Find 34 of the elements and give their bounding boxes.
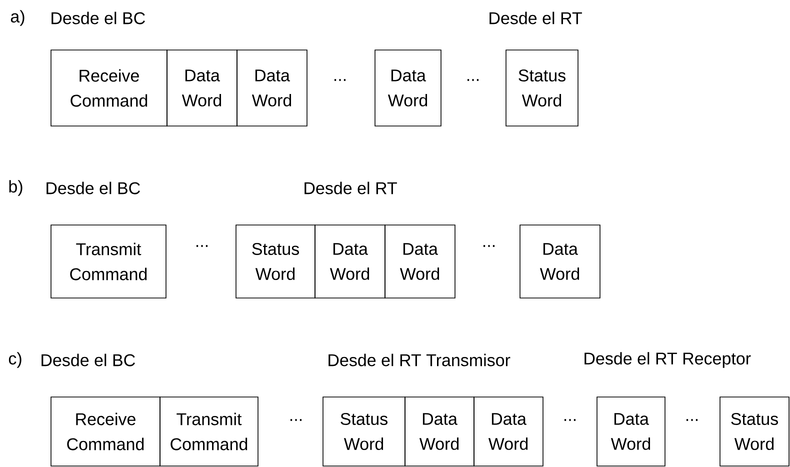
- word-box: Data Word: [374, 50, 442, 126]
- ellipsis: ...: [564, 419, 576, 421]
- source-label: Desde el RT: [304, 182, 397, 194]
- row-letter: c): [8, 352, 22, 368]
- source-label: Desde el BC: [52, 12, 145, 24]
- source-label: Desde el RT Transmisor: [328, 354, 510, 366]
- source-label: Desde el RT Receptor: [584, 352, 751, 368]
- ellipsis: ...: [334, 79, 346, 81]
- word-box: Transmit Command: [160, 396, 258, 466]
- row-letter: b): [9, 180, 22, 196]
- word-box: Data Word: [596, 396, 666, 466]
- word-box: Data Word: [166, 50, 238, 126]
- source-label: Desde el BC: [42, 354, 135, 366]
- word-box: Status Word: [322, 396, 406, 466]
- word-box: Data Word: [314, 224, 386, 298]
- ellipsis: ...: [483, 245, 495, 247]
- word-box: Data Word: [520, 224, 600, 298]
- ellipsis: ...: [467, 79, 479, 81]
- word-box: Status Word: [720, 396, 790, 466]
- ellipsis: ...: [686, 419, 698, 421]
- word-box: Receive Command: [50, 50, 168, 126]
- word-box: Transmit Command: [50, 224, 166, 298]
- row-letter: a): [10, 10, 24, 26]
- word-box: Data Word: [384, 224, 456, 298]
- source-label: Desde el RT: [490, 12, 582, 24]
- ellipsis: ...: [196, 245, 208, 247]
- word-box: Status Word: [236, 224, 316, 298]
- source-label: Desde el BC: [46, 182, 140, 194]
- word-box: Data Word: [404, 396, 474, 466]
- word-box: Data Word: [474, 396, 544, 466]
- word-box: Receive Command: [50, 396, 160, 466]
- word-box: Data Word: [236, 50, 308, 126]
- ellipsis: ...: [290, 419, 302, 421]
- word-box: Status Word: [506, 50, 578, 126]
